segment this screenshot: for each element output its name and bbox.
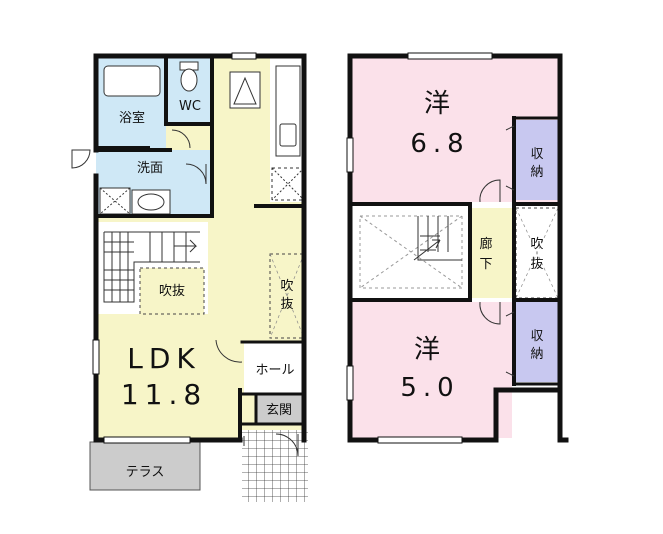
ldk-size: 11.8 — [121, 378, 207, 411]
wash-basin — [99, 187, 171, 215]
kitchen-equipment — [229, 65, 305, 201]
porch-tiles — [242, 430, 308, 502]
entrance-label: 玄関 — [266, 403, 292, 418]
hall-label: ホール — [255, 363, 294, 378]
washroom-label: 洗面 — [137, 161, 163, 176]
entrance-floor — [256, 394, 304, 424]
upper-doors — [479, 125, 515, 377]
void-box-center — [139, 267, 205, 315]
room1-label: 洋 — [424, 89, 456, 119]
labels: 浴室 WC 洗面 吹抜 吹 抜 LDK 11.8 ホール 玄関 テラス 洋 6.… — [119, 89, 544, 480]
storage1-label-1: 収 — [530, 147, 543, 162]
storage2-label-2: 納 — [530, 347, 543, 362]
ground-windows — [92, 52, 257, 444]
terrace-floor — [89, 441, 201, 491]
upper-void-label-1: 吹 — [530, 237, 543, 252]
storage2-floor — [516, 302, 558, 382]
bath-label: 浴室 — [119, 110, 145, 126]
upper-stairs — [359, 215, 463, 289]
void-label: 吹抜 — [159, 283, 185, 299]
stairs — [103, 231, 200, 303]
ldk-label: LDK — [127, 342, 201, 375]
storage1-label-2: 納 — [530, 165, 543, 180]
ground-doors — [71, 129, 299, 457]
room2-size: 5.0 — [400, 373, 459, 403]
void-side-label-2: 抜 — [280, 296, 293, 312]
corridor-label-2: 下 — [479, 257, 492, 272]
void-side-label-1: 吹 — [280, 279, 293, 294]
storage1-floor — [516, 120, 558, 200]
upper-windows — [346, 52, 493, 444]
terrace-label: テラス — [126, 465, 165, 480]
wc-label: WC — [179, 99, 201, 114]
hall-floor — [244, 342, 304, 394]
void-box-side — [269, 253, 305, 339]
room1-size: 6.8 — [410, 129, 469, 159]
room2-label: 洋 — [414, 335, 446, 365]
upper-void-label-2: 抜 — [530, 256, 543, 272]
corridor-floor — [470, 208, 512, 298]
bathtub — [103, 65, 161, 97]
upper-floor — [346, 52, 569, 444]
toilet — [179, 61, 199, 92]
corridor-label-1: 廊 — [479, 236, 492, 252]
ground-walls — [93, 53, 307, 443]
room2-floor — [352, 302, 512, 438]
storage2-label-1: 収 — [530, 329, 543, 344]
ground-floor — [71, 52, 308, 502]
